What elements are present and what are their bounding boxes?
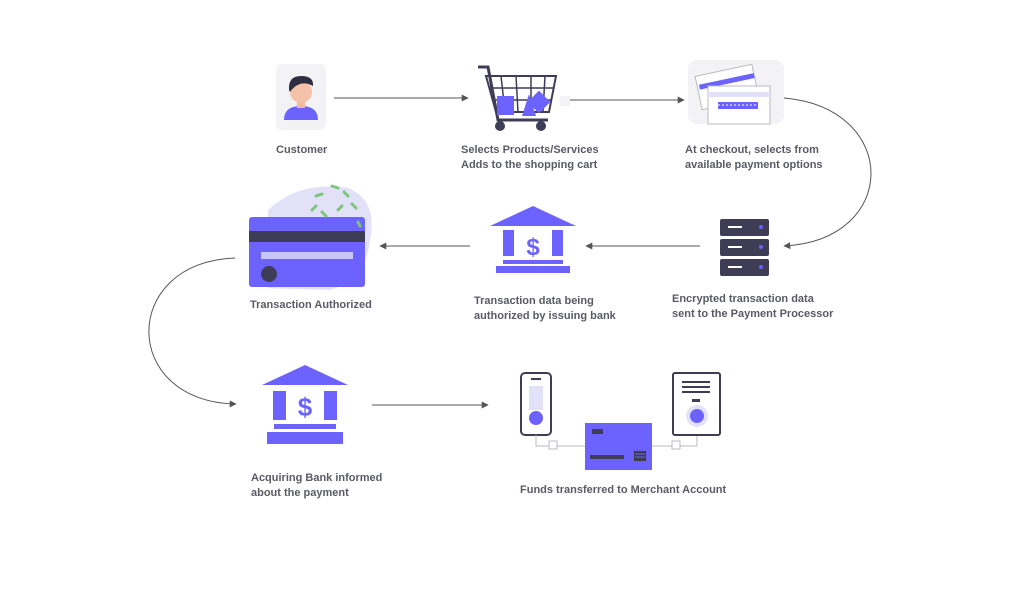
checkout-caption: At checkout, selects from available paym… [685, 143, 823, 173]
encrypted-caption: Encrypted transaction data sent to the P… [672, 292, 833, 322]
caption-line: about the payment [251, 487, 349, 499]
caption-line: Transaction Authorized [250, 299, 372, 311]
arrow-authorized-to-acquiring [148, 257, 237, 408]
connectors [148, 94, 872, 409]
caption-line: available payment options [685, 159, 823, 171]
select-products-caption: Selects Products/Services Adds to the sh… [461, 143, 599, 173]
credit-card-icon [249, 184, 372, 290]
funds-caption: Funds transferred to Merchant Account [520, 483, 726, 498]
svg-text:$: $ [298, 392, 313, 422]
payment-cards-icon [688, 60, 784, 125]
caption-line: Adds to the shopping cart [461, 159, 598, 171]
acquiring-bank-caption: Acquiring Bank informed about the paymen… [251, 471, 382, 501]
caption-line: sent to the Payment Processor [672, 308, 834, 320]
caption-line: Encrypted transaction data [672, 293, 814, 305]
customer-caption: Customer [276, 143, 327, 158]
bank-icon: $ [490, 206, 576, 273]
caption-line: Acquiring Bank informed [251, 472, 383, 484]
caption-line: Customer [276, 144, 328, 156]
caption-line: Funds transferred to Merchant Account [520, 484, 727, 496]
authorized-caption: Transaction Authorized [250, 298, 372, 313]
person-avatar-icon [276, 64, 326, 130]
server-icon [720, 219, 769, 276]
caption-line: Transaction data being [474, 295, 594, 307]
issuing-bank-caption: Transaction data being authorized by iss… [474, 294, 616, 324]
caption-line: authorized by issuing bank [474, 310, 616, 322]
svg-text:$: $ [526, 234, 540, 261]
merchant-transfer-icon [520, 372, 721, 470]
caption-line: Selects Products/Services [461, 144, 599, 156]
bank-icon: $ [262, 365, 348, 444]
shopping-cart-icon [478, 65, 570, 131]
caption-line: At checkout, selects from [685, 144, 819, 156]
arrow-checkout-to-server [783, 97, 872, 250]
